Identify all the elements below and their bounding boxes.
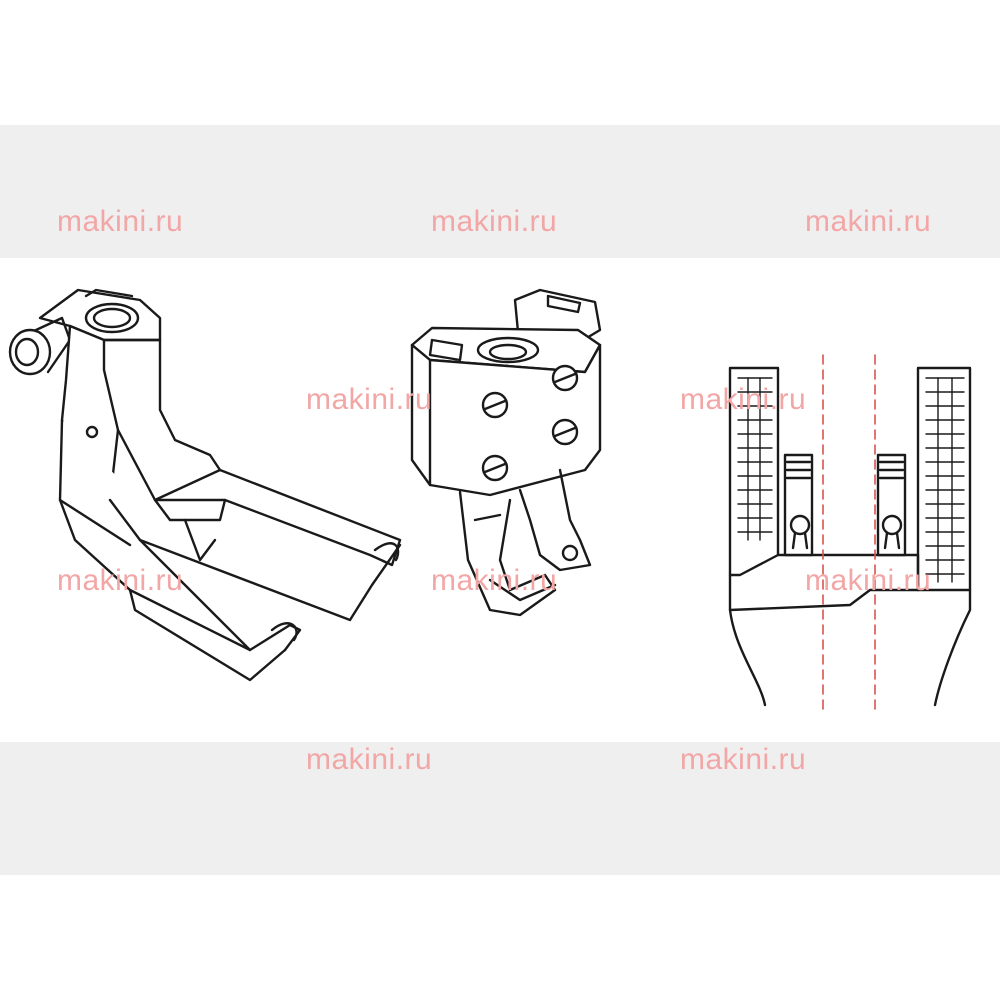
- screw-heads: [481, 364, 579, 482]
- top-band: [0, 125, 1000, 258]
- left-presser-foot: [8, 288, 402, 682]
- center-presser-foot: [410, 288, 602, 617]
- right-fork-foot: [728, 354, 972, 711]
- bottom-band: [0, 742, 1000, 875]
